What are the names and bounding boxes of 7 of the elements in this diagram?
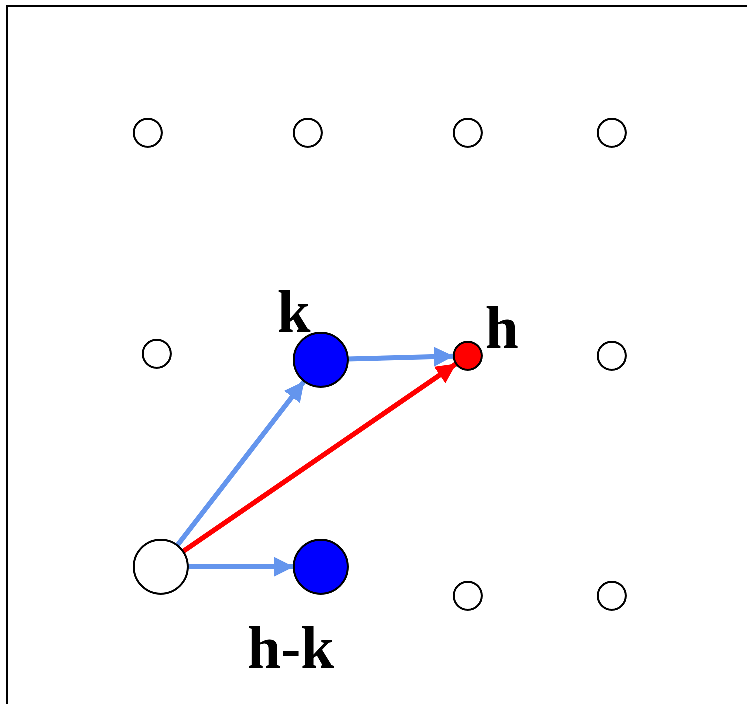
point-label: k (277, 282, 311, 342)
arrow (188, 557, 294, 577)
arrow (182, 362, 458, 554)
point-label: h (485, 298, 519, 358)
arrow (176, 380, 306, 548)
point-label: h-k (248, 618, 334, 678)
arrow (348, 346, 454, 367)
